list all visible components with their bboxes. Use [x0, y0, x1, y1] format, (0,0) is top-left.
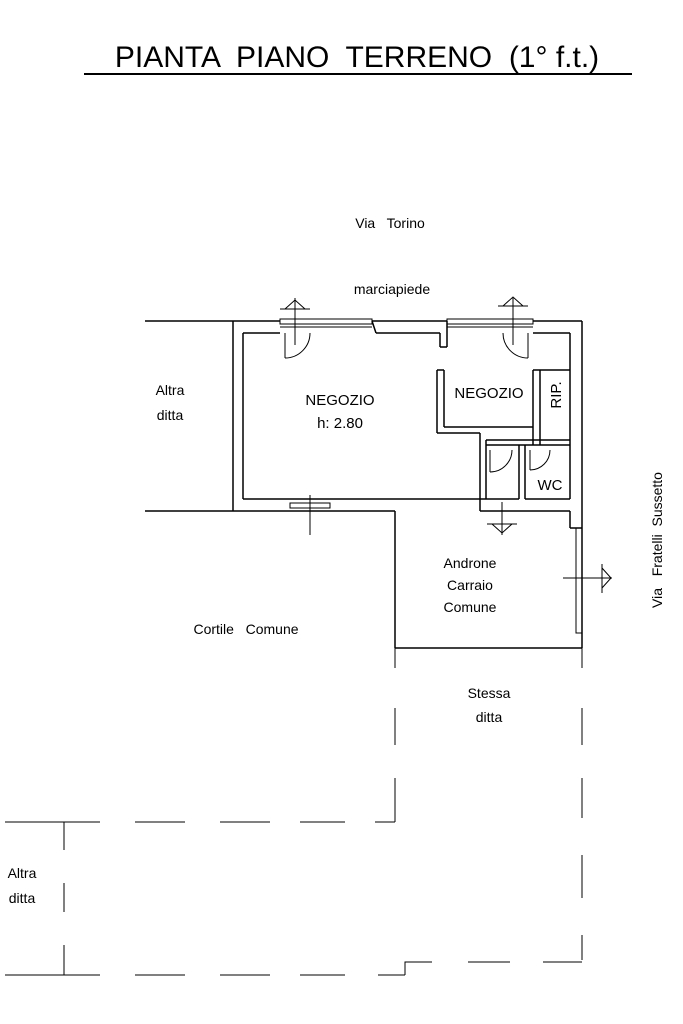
sidewalk-label: marciapiede: [354, 281, 430, 297]
front-windows: [279, 318, 534, 509]
other-firm-left-label: Altra: [156, 382, 185, 398]
storage-label: RIP.: [548, 381, 565, 408]
entrance-label-3: Comune: [444, 599, 497, 615]
plan-title: PIANTA PIANO TERRENO (1° f.t.): [115, 41, 599, 74]
other-firm-bottom-label-2: ditta: [9, 890, 36, 906]
lot-boundaries: [5, 648, 583, 976]
other-firm-bottom-label: Altra: [8, 865, 37, 881]
shop-main-label: NEGOZIO: [305, 392, 374, 409]
entrance-label-1: Androne: [444, 555, 497, 571]
building-walls: [145, 320, 583, 649]
entrance-label-2: Carraio: [447, 577, 493, 593]
street-top-label: Via Torino: [355, 215, 425, 231]
entrance-arrow-icon: [280, 296, 612, 593]
door-swings: [284, 332, 583, 634]
other-firm-left-label-2: ditta: [157, 407, 184, 423]
shop-height-label: h: 2.80: [317, 415, 363, 432]
same-firm-label-2: ditta: [476, 709, 503, 725]
same-firm-label: Stessa: [468, 685, 511, 701]
courtyard-label: Cortile Comune: [193, 621, 298, 637]
street-right-label: Via Fratelli Sussetto: [649, 472, 665, 608]
wc-label: WC: [538, 477, 563, 494]
shop-small-label: NEGOZIO: [454, 385, 523, 402]
